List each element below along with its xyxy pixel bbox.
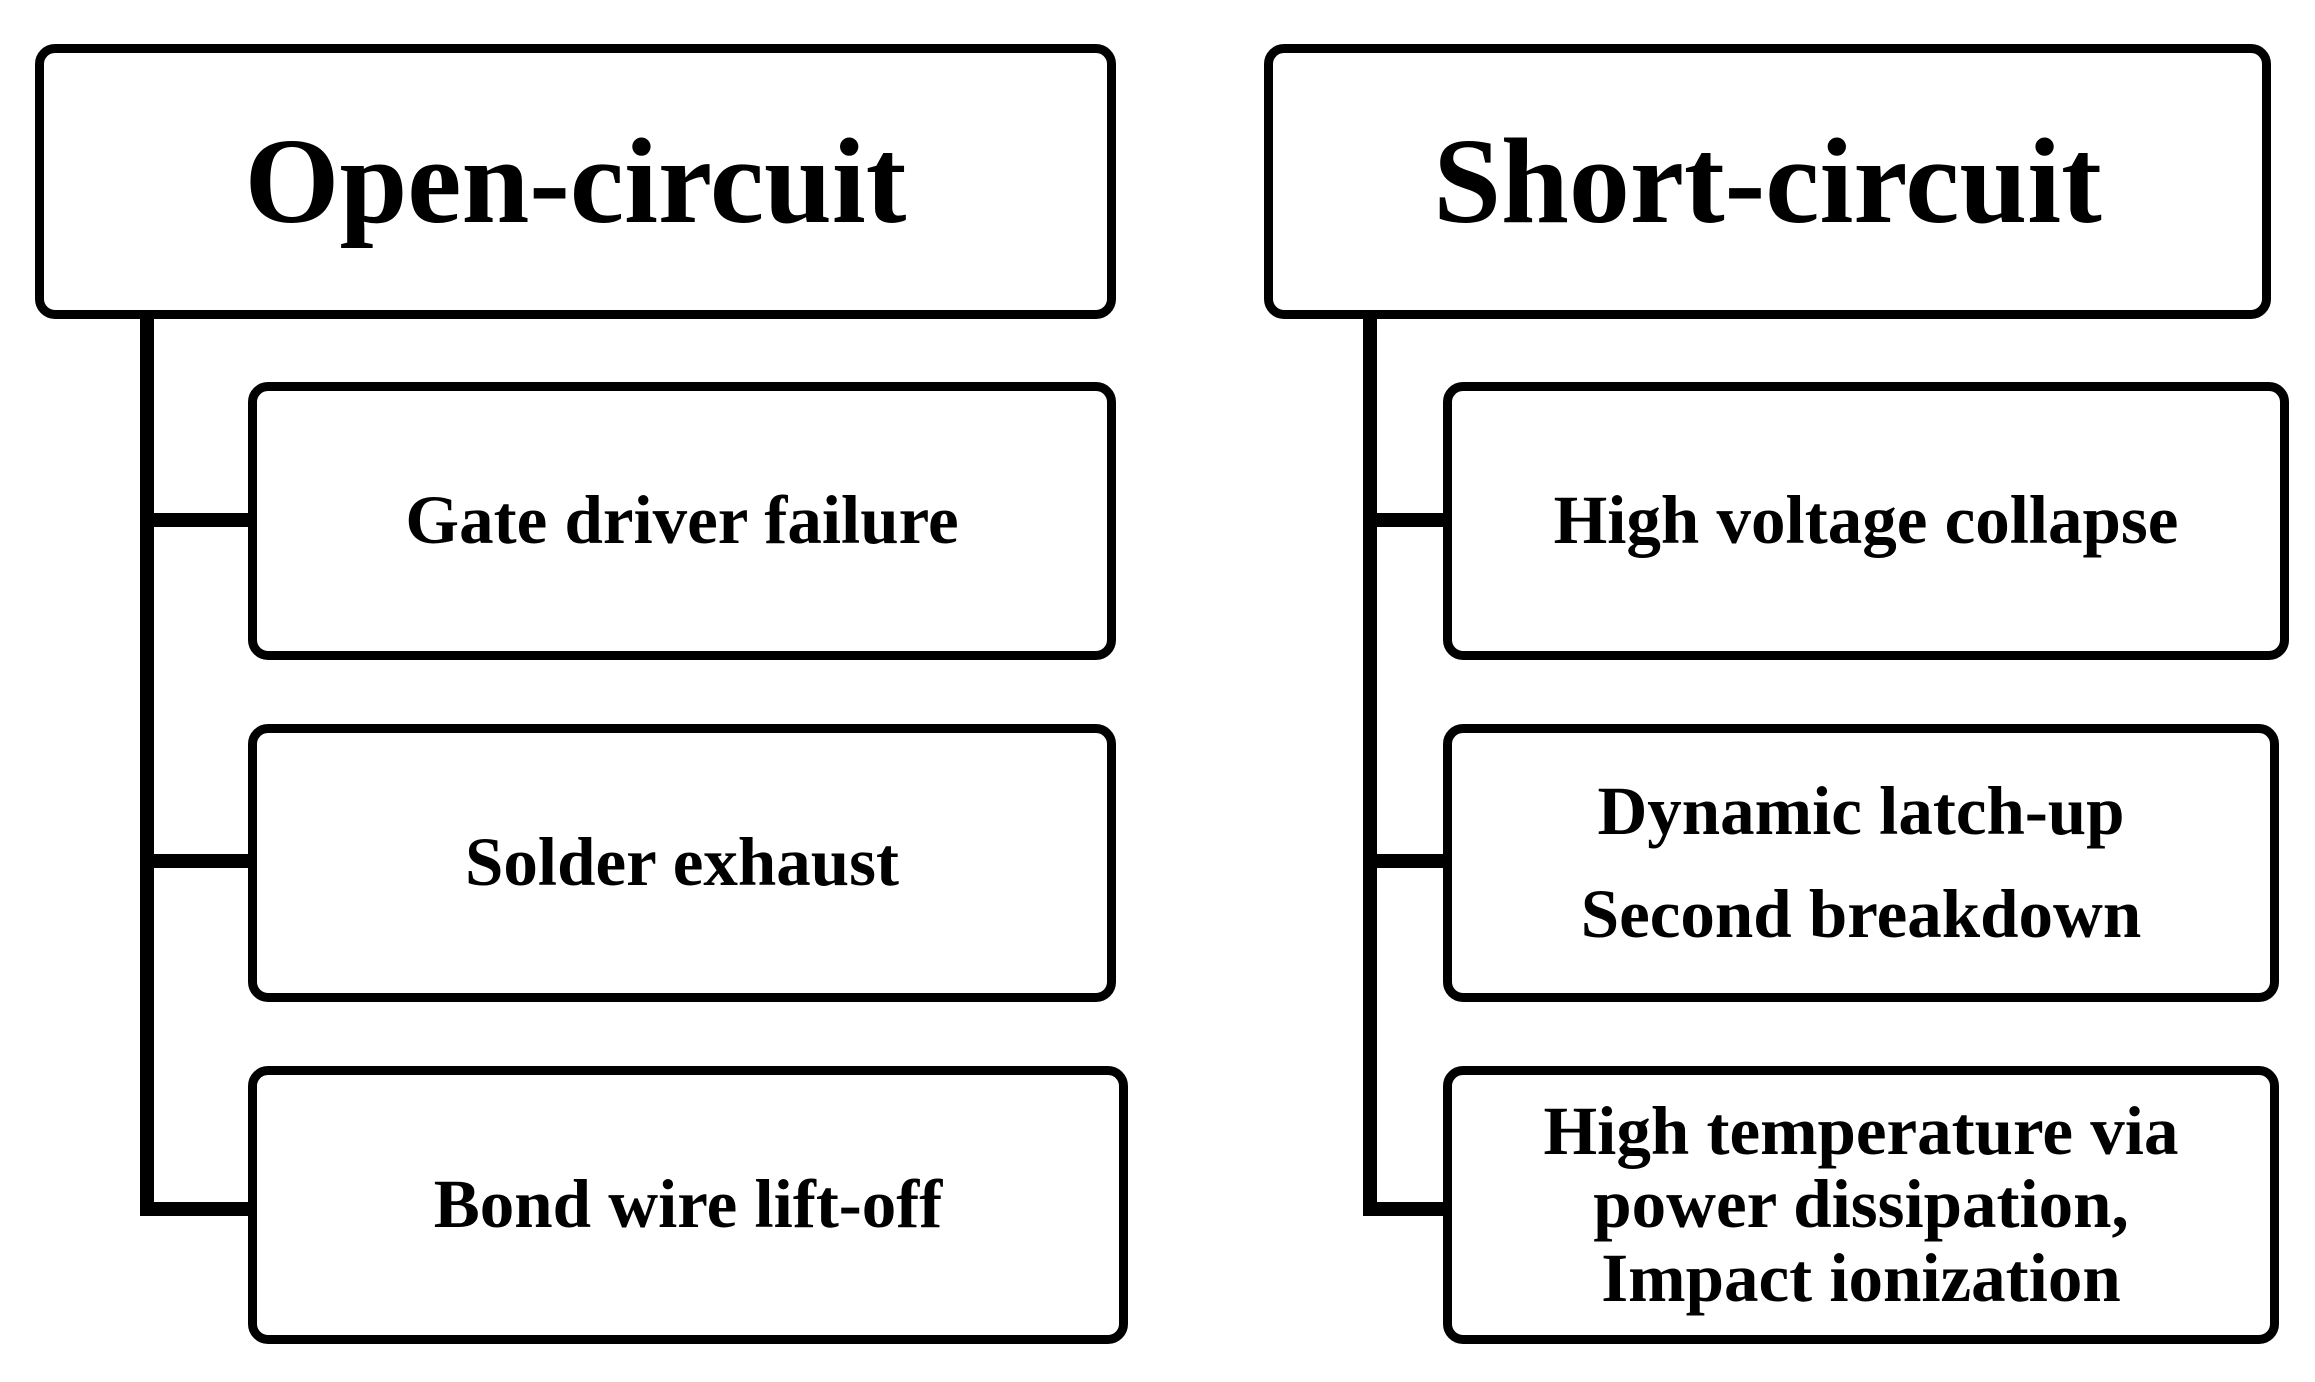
high-voltage-collapse-label: High voltage collapse	[1553, 482, 2179, 559]
high-temperature-box: High temperature via power dissipation, …	[1443, 1066, 2279, 1344]
open-circuit-title: Open-circuit	[244, 113, 907, 249]
second-breakdown-label: Second breakdown	[1580, 876, 2142, 952]
open-circuit-header-box: Open-circuit	[35, 44, 1116, 319]
short-circuit-header-box: Short-circuit	[1264, 44, 2271, 319]
dynamic-latch-up-label: Dynamic latch-up	[1597, 772, 2125, 849]
high-voltage-collapse-box: High voltage collapse	[1443, 382, 2289, 660]
power-dissipation-label: power dissipation,	[1593, 1166, 2129, 1243]
short-circuit-title: Short-circuit	[1433, 113, 2102, 249]
bond-wire-lift-off-box: Bond wire lift-off	[248, 1066, 1128, 1344]
short-circuit-trunk-line	[1363, 313, 1377, 1216]
solder-exhaust-box: Solder exhaust	[248, 724, 1116, 1002]
open-circuit-branch-line-2	[140, 854, 252, 868]
short-circuit-branch-line-3	[1363, 1202, 1453, 1216]
bond-wire-lift-off-label: Bond wire lift-off	[433, 1166, 943, 1243]
latch-up-breakdown-box: Dynamic latch-up Second breakdown	[1443, 724, 2279, 1002]
impact-ionization-label: Impact ionization	[1601, 1239, 2121, 1316]
open-circuit-branch-line-1	[140, 513, 252, 527]
short-circuit-branch-line-2	[1363, 854, 1453, 868]
open-circuit-branch-line-3	[140, 1202, 252, 1216]
short-circuit-branch-line-1	[1363, 513, 1453, 527]
open-circuit-trunk-line	[140, 313, 154, 1216]
gate-driver-failure-box: Gate driver failure	[248, 382, 1116, 660]
solder-exhaust-label: Solder exhaust	[465, 824, 899, 901]
gate-driver-failure-label: Gate driver failure	[405, 482, 959, 559]
high-temperature-label: High temperature via	[1543, 1093, 2179, 1170]
